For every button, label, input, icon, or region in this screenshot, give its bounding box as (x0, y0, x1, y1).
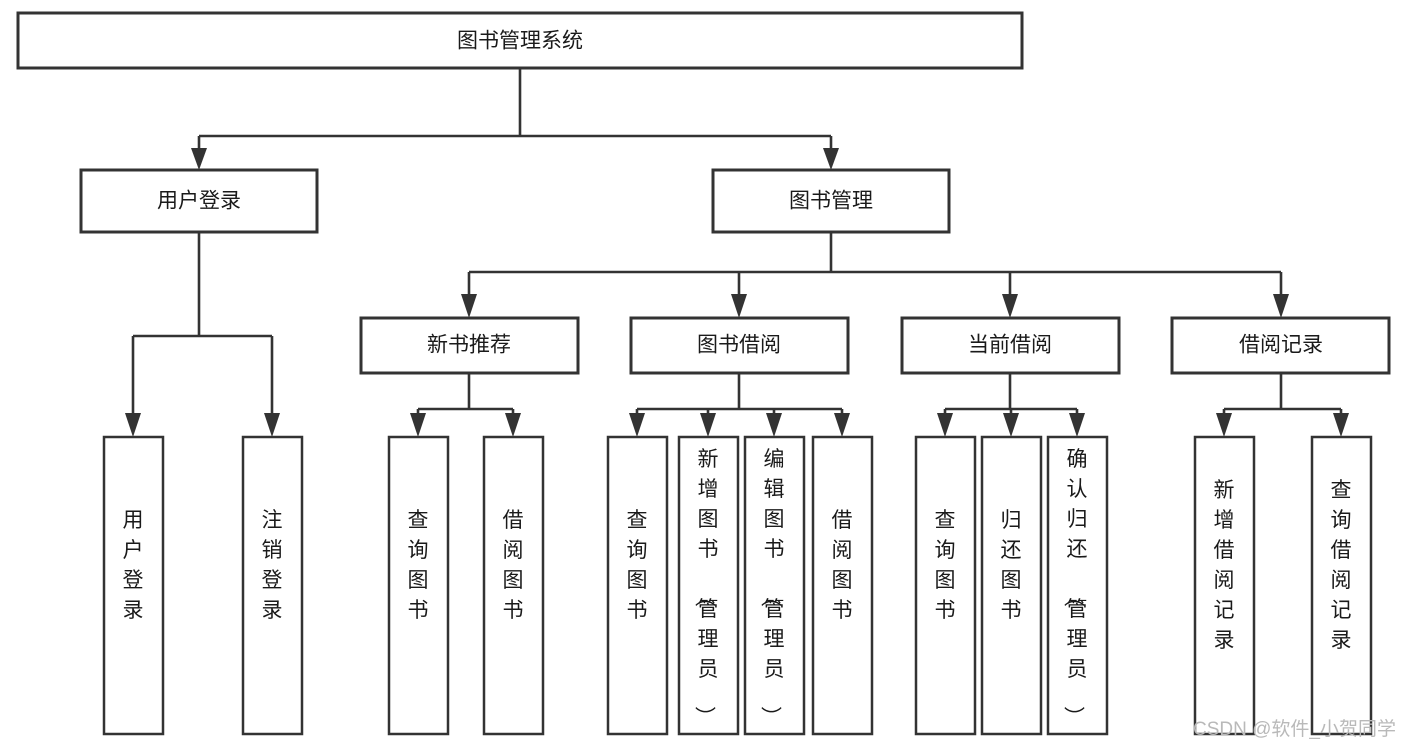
node-root-box[interactable] (16, 11, 1024, 70)
node-leaf-return-book-box[interactable] (980, 435, 1043, 736)
arrow-to-leaf-user-login (125, 413, 141, 437)
node-user-login-label: 用户登录 (157, 190, 241, 213)
node-leaf-confirm-return-box[interactable] (1046, 435, 1109, 736)
arrow-to-leaf-add-book (700, 413, 716, 437)
node-leaf-user-login[interactable]: 用户登录 (102, 435, 165, 736)
node-leaf-logout-login[interactable]: 注销登录 (241, 435, 304, 736)
node-leaf-confirm-return-label: 确认归还（管理员） (1062, 448, 1088, 727)
node-leaf-query-record[interactable]: 查询借阅记录 (1310, 435, 1373, 736)
node-book-management-label: 图书管理 (789, 190, 873, 213)
arrow-to-leaf-query-book-2 (629, 413, 645, 437)
arrow-to-leaf-confirm-return (1069, 413, 1085, 437)
node-leaf-query-book-3-box[interactable] (914, 435, 977, 736)
arrow-to-book-borrow (731, 294, 747, 318)
node-root-label: 图书管理系统 (457, 30, 583, 53)
node-leaf-query-book-2-box[interactable] (606, 435, 669, 736)
arrow-to-book-management (823, 148, 839, 170)
node-current-borrow-box[interactable] (900, 316, 1121, 375)
node-leaf-return-book-label: 归还图书 (1001, 509, 1022, 622)
node-leaf-logout-login-label: 注销登录 (262, 509, 283, 622)
node-new-book-recommend[interactable]: 新书推荐 (359, 316, 580, 375)
node-leaf-query-book-1-label: 查询图书 (408, 509, 429, 622)
arrow-to-new-book-recommend (461, 294, 477, 318)
node-leaf-borrow-book-2-box[interactable] (811, 435, 874, 736)
node-user-login-box[interactable] (79, 168, 319, 234)
node-leaf-borrow-book-1[interactable]: 借阅图书 (482, 435, 545, 736)
node-book-management[interactable]: 图书管理 (711, 168, 951, 234)
node-leaf-user-login-label: 用户登录 (123, 509, 144, 622)
node-leaf-return-book[interactable]: 归还图书 (980, 435, 1043, 736)
node-leaf-borrow-book-2[interactable]: 借阅图书 (811, 435, 874, 736)
connectors-layer (125, 68, 1349, 437)
arrow-to-leaf-borrow-book-2 (834, 413, 850, 437)
arrow-to-leaf-borrow-book-1 (505, 413, 521, 437)
node-leaf-query-book-3[interactable]: 查询图书 (914, 435, 977, 736)
node-leaf-edit-book[interactable]: 编辑图书（管理员） (743, 435, 806, 736)
node-leaf-user-login-box[interactable] (102, 435, 165, 736)
node-book-borrow[interactable]: 图书借阅 (629, 316, 850, 375)
node-leaf-query-record-label: 查询借阅记录 (1331, 479, 1352, 652)
node-borrow-record-label: 借阅记录 (1239, 334, 1323, 357)
arrow-to-current-borrow (1002, 294, 1018, 318)
arrow-to-leaf-return-book (1003, 413, 1019, 437)
node-current-borrow[interactable]: 当前借阅 (900, 316, 1121, 375)
node-leaf-query-book-1[interactable]: 查询图书 (387, 435, 450, 736)
node-leaf-query-record-box[interactable] (1310, 435, 1373, 736)
node-leaf-borrow-book-1-box[interactable] (482, 435, 545, 736)
node-new-book-recommend-box[interactable] (359, 316, 580, 375)
arrow-to-leaf-logout-login (264, 413, 280, 437)
node-root[interactable]: 图书管理系统 (16, 11, 1024, 70)
node-leaf-borrow-book-2-label: 借阅图书 (832, 509, 853, 622)
node-user-login[interactable]: 用户登录 (79, 168, 319, 234)
node-leaf-add-record-label: 新增借阅记录 (1214, 479, 1235, 652)
node-leaf-edit-book-label: 编辑图书（管理员） (759, 448, 785, 727)
watermark-label: CSDN @软件_小贺同学 (1193, 718, 1396, 740)
node-leaf-query-book-1-box[interactable] (387, 435, 450, 736)
node-book-borrow-box[interactable] (629, 316, 850, 375)
node-new-book-recommend-label: 新书推荐 (427, 334, 511, 357)
node-leaf-add-record[interactable]: 新增借阅记录 (1193, 435, 1256, 736)
node-book-borrow-label: 图书借阅 (697, 334, 781, 357)
node-borrow-record-box[interactable] (1170, 316, 1391, 375)
node-leaf-add-book-box[interactable] (677, 435, 740, 736)
node-leaf-borrow-book-1-label: 借阅图书 (503, 509, 524, 622)
node-leaf-add-book-label: 新增图书（管理员） (693, 448, 719, 727)
node-leaf-query-book-2[interactable]: 查询图书 (606, 435, 669, 736)
node-leaf-query-book-3-label: 查询图书 (935, 509, 956, 622)
arrow-to-leaf-edit-book (766, 413, 782, 437)
node-leaf-add-book[interactable]: 新增图书（管理员） (677, 435, 740, 736)
node-current-borrow-label: 当前借阅 (968, 334, 1052, 357)
node-book-management-box[interactable] (711, 168, 951, 234)
arrow-to-borrow-record (1273, 294, 1289, 318)
node-leaf-edit-book-box[interactable] (743, 435, 806, 736)
arrow-to-leaf-query-record (1333, 413, 1349, 437)
node-leaf-confirm-return[interactable]: 确认归还（管理员） (1046, 435, 1109, 736)
node-borrow-record[interactable]: 借阅记录 (1170, 316, 1391, 375)
arrow-to-user-login (191, 148, 207, 170)
node-leaf-add-record-box[interactable] (1193, 435, 1256, 736)
arrow-to-leaf-query-book-1 (410, 413, 426, 437)
node-leaf-logout-login-box[interactable] (241, 435, 304, 736)
node-leaf-query-book-2-label: 查询图书 (627, 509, 648, 622)
arrow-to-leaf-query-book-3 (937, 413, 953, 437)
arrow-to-leaf-add-record (1216, 413, 1232, 437)
